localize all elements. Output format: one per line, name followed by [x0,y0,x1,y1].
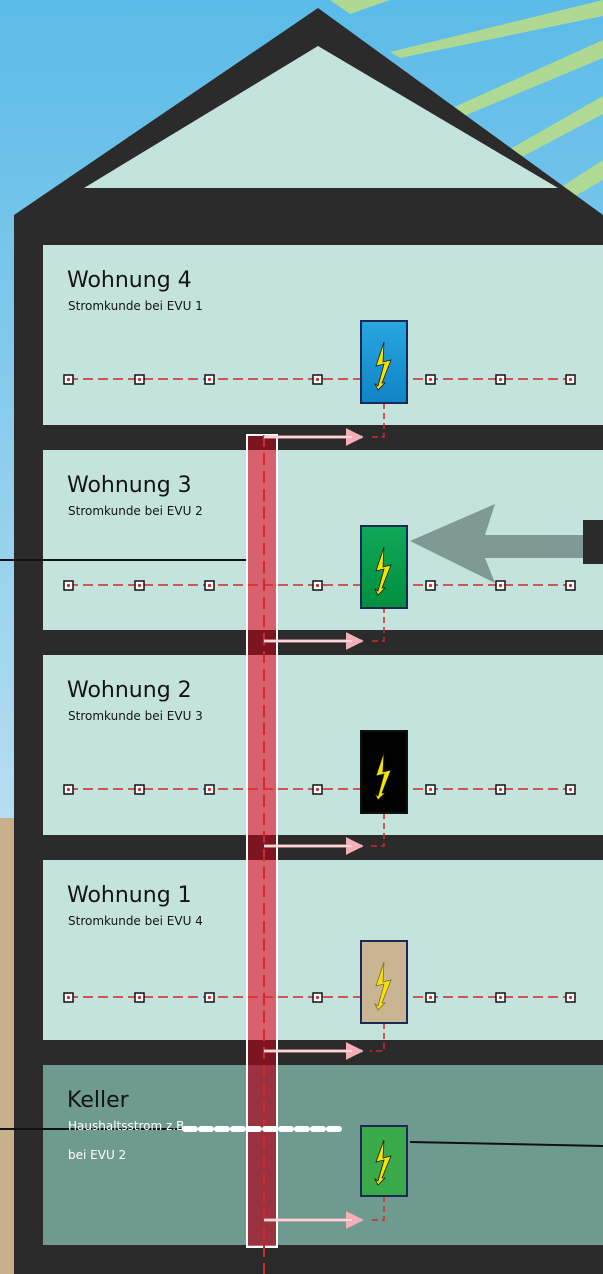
keller-subtitle-line2: bei EVU 2 [68,1148,127,1162]
riser-segment-keller [248,1065,276,1245]
room-circuits [68,378,570,998]
room-wohnung-1 [43,860,603,1040]
riser-segment [248,436,276,450]
keller-subtitle-line1: Haushaltsstrom z.B. [68,1119,189,1133]
keller-external-line [409,1141,603,1147]
lightning-bolt-icon [373,1139,392,1186]
room-wohnung-4 [43,245,603,425]
outlet-dots [66,377,573,1000]
meter-wohnung-2 [360,730,408,814]
lightning-bolt-icon [373,751,392,801]
gable [84,46,558,188]
ground-left [0,818,14,1274]
branch-arrow-cores [264,436,352,1221]
floor-subtitle: Stromkunde bei EVU 3 [68,709,203,723]
floor-subtitle: Stromkunde bei EVU 2 [68,504,203,518]
meter-wohnung-3 [360,525,408,609]
lightning-bolt-icon [373,341,392,391]
keller-title: Keller [67,1088,129,1113]
meter-wohnung-4 [360,320,408,404]
floor-title: Wohnung 3 [67,473,192,498]
room-wohnung-2 [43,655,603,835]
room-keller [43,1065,603,1245]
floor-subtitle: Stromkunde bei EVU 1 [68,299,203,313]
floor-subtitle: Stromkunde bei EVU 4 [68,914,203,928]
meter-keller [360,1125,408,1197]
meter-wohnung-1 [360,940,408,1024]
floor-title: Wohnung 4 [67,268,192,293]
supply-arrow [410,504,603,583]
lightning-bolt-icon [373,961,392,1011]
floor-title: Wohnung 2 [67,678,192,703]
floor-title: Wohnung 1 [67,883,192,908]
lightning-bolt-icon [373,546,392,596]
meter-drops [370,403,385,1221]
